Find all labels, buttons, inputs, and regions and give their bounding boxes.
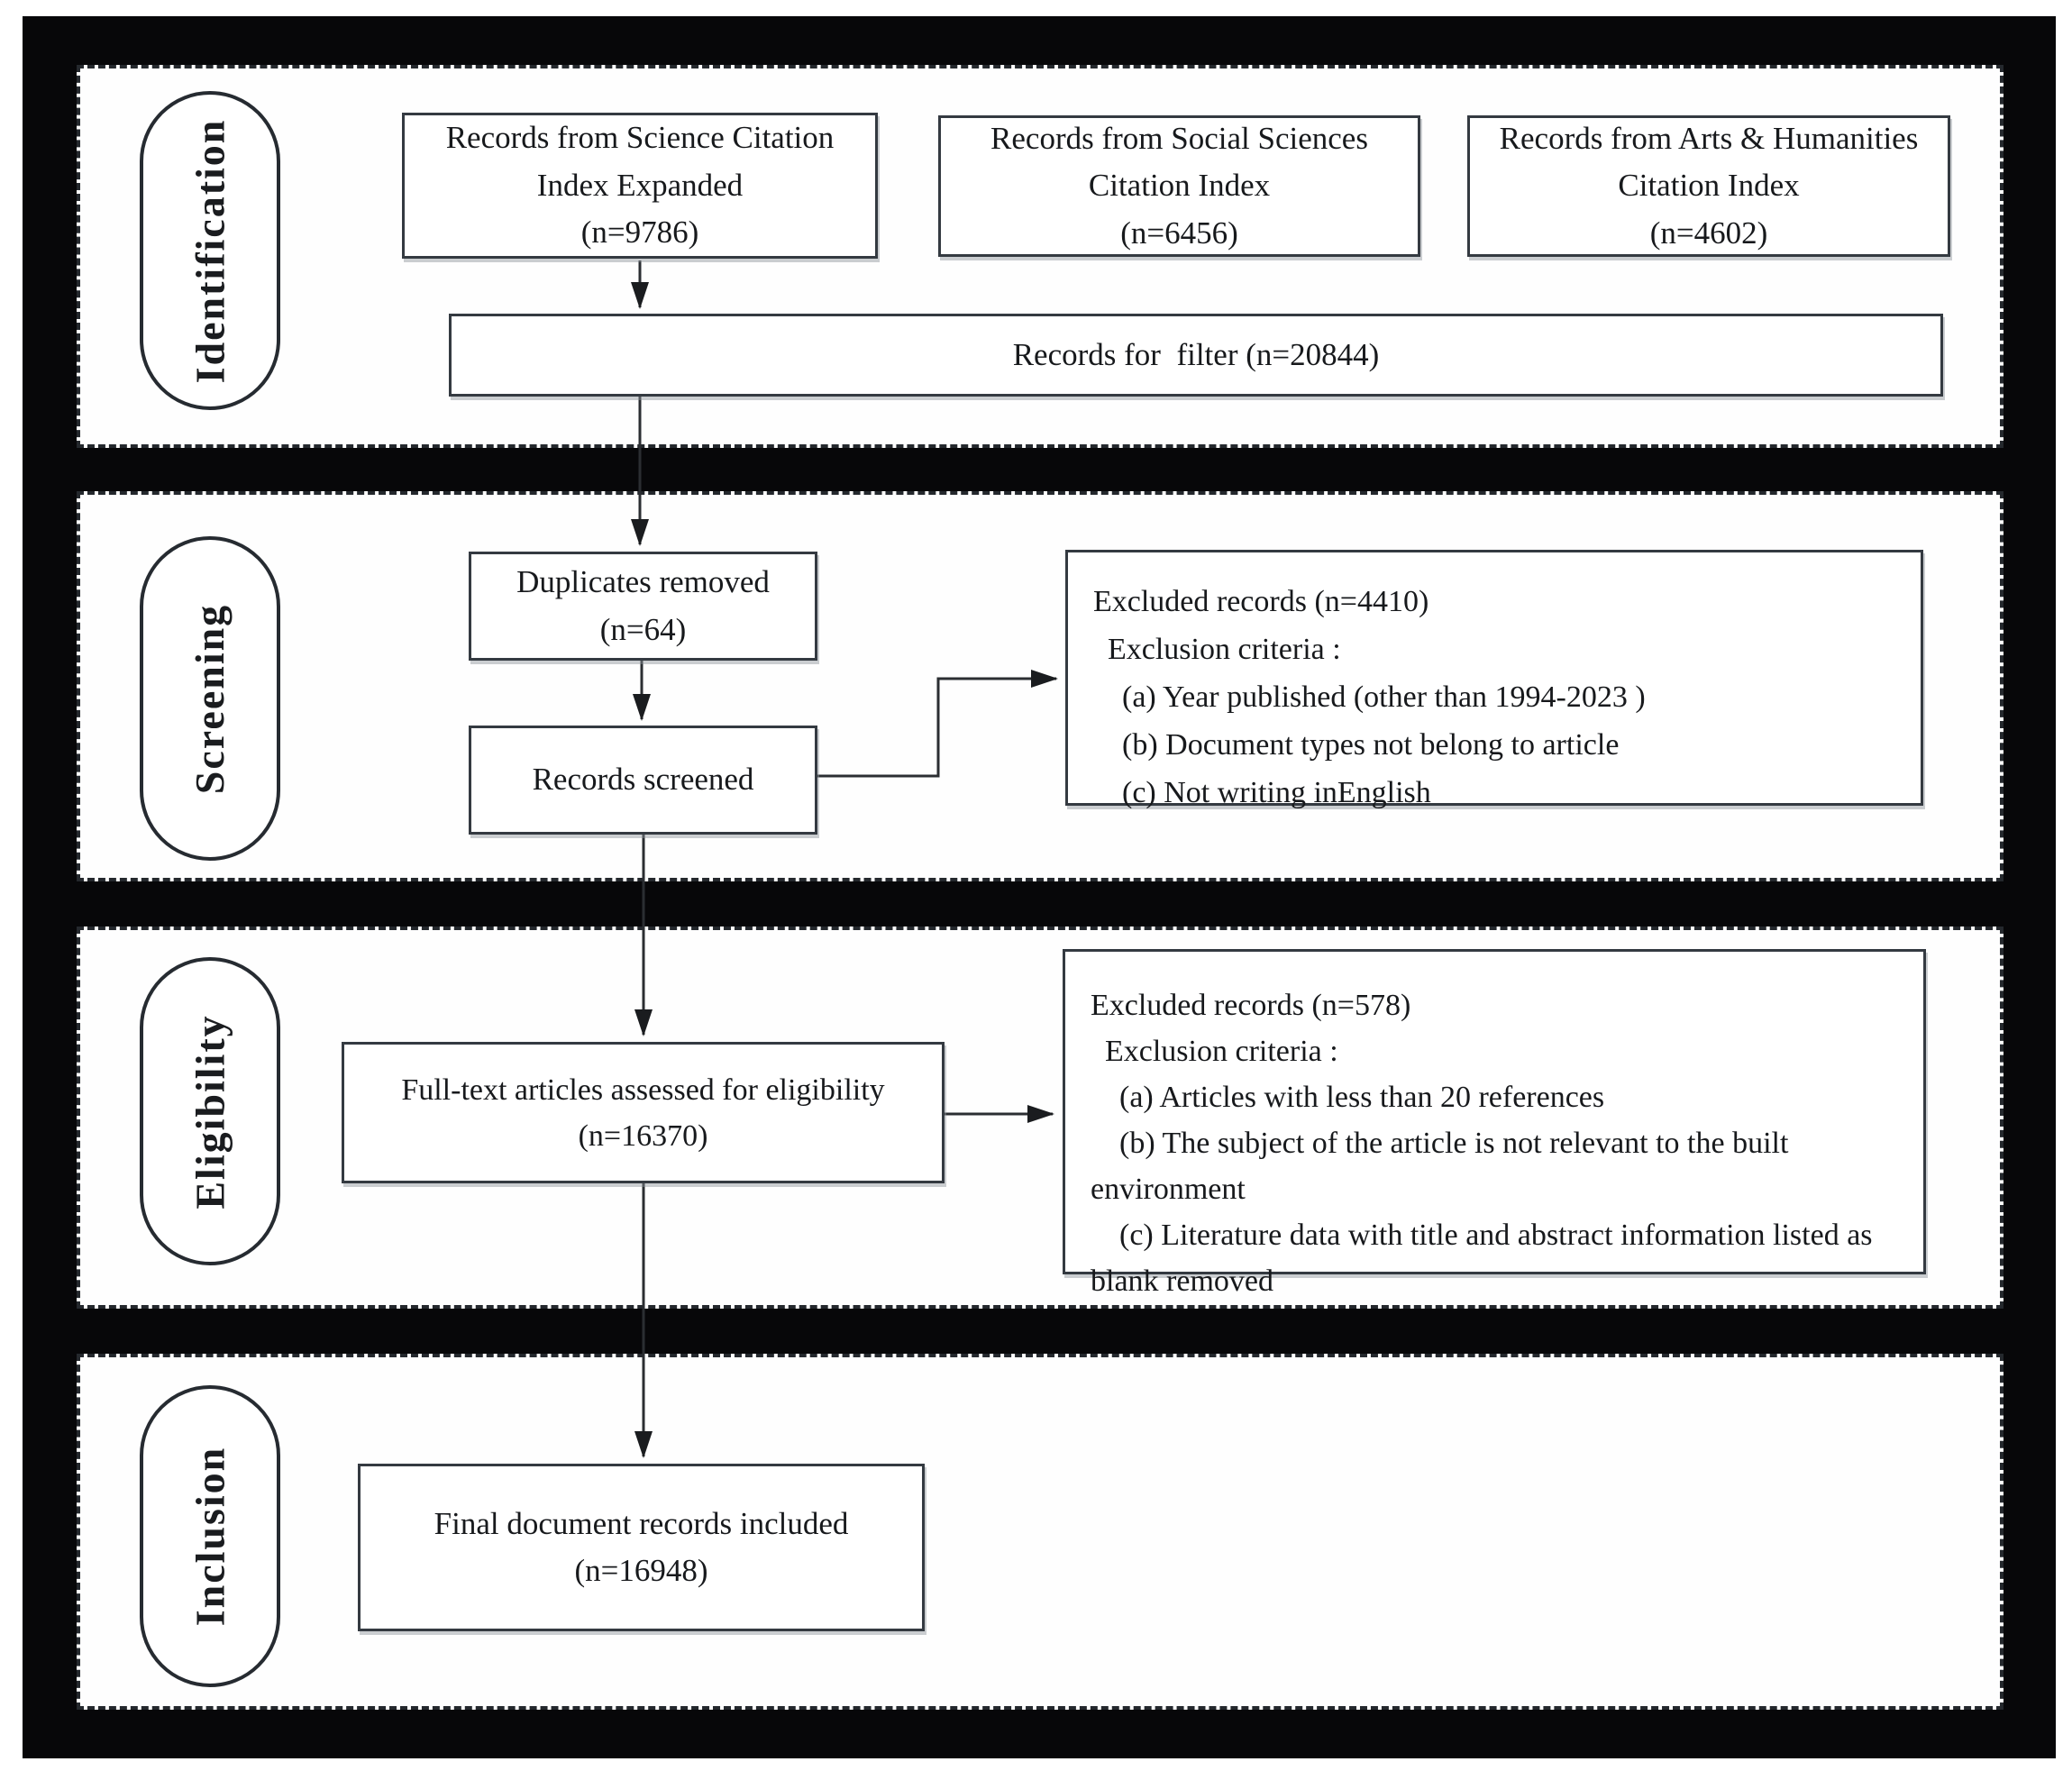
box-count: (n=64) xyxy=(599,611,687,647)
box-excluded-records-eligibility: Excluded records (n=578) Exclusion crite… xyxy=(1063,949,1926,1298)
box-records-social-sciences: Records from Social Sciences Citation In… xyxy=(938,115,1420,257)
exclusion-criteria-label: Exclusion criteria : xyxy=(1108,633,1341,667)
exclusion-item-b: (b) Document types not belong to article xyxy=(1122,728,1620,762)
box-title: Records for filter (n=20844) xyxy=(1012,336,1380,372)
stage-label-eligibility: Eligibility xyxy=(187,1013,233,1209)
box-title: Records from Arts & Humanities Citation … xyxy=(1499,120,1919,204)
box-records-for-filter: Records for filter (n=20844) xyxy=(449,314,1943,397)
exclusion-item-b: (b) The subject of the article is not re… xyxy=(1091,1127,1789,1206)
box-duplicates-removed: Duplicates removed (n=64) xyxy=(469,552,817,661)
stage-label-identification: Identification xyxy=(187,118,233,383)
stage-screening: Screening xyxy=(140,536,280,861)
excluded-header: Excluded records (n=4410) xyxy=(1093,585,1429,618)
box-title: Full-text articles assessed for eligibil… xyxy=(401,1073,885,1107)
box-records-sci-expanded: Records from Science Citation Index Expa… xyxy=(402,113,878,259)
stage-inclusion: Inclusion xyxy=(140,1385,280,1687)
exclusion-item-a: (a) Articles with less than 20 reference… xyxy=(1119,1081,1605,1114)
box-title: Records screened xyxy=(532,762,754,798)
stage-label-screening: Screening xyxy=(187,603,233,794)
box-excluded-records-screening: Excluded records (n=4410) Exclusion crit… xyxy=(1065,550,1923,809)
arrow-screened-to-excluded xyxy=(817,670,1058,778)
exclusion-item-a: (a) Year published (other than 1994-2023… xyxy=(1122,680,1646,715)
box-fulltext-assessed: Full-text articles assessed for eligibil… xyxy=(342,1042,945,1183)
stage-eligibility: Eligibility xyxy=(140,957,280,1265)
box-count: (n=16370) xyxy=(578,1118,708,1153)
exclusion-item-c: (c) Not writing inEnglish xyxy=(1122,776,1431,810)
stage-label-inclusion: Inclusion xyxy=(187,1446,233,1627)
box-records-screened: Records screened xyxy=(469,726,817,835)
box-title: Records from Social Sciences Citation In… xyxy=(990,120,1368,204)
box-title: Records from Science Citation Index Expa… xyxy=(445,120,835,203)
box-records-arts-humanities: Records from Arts & Humanities Citation … xyxy=(1467,115,1950,257)
box-count: (n=4602) xyxy=(1649,215,1768,251)
exclusion-item-c: (c) Literature data with title and abstr… xyxy=(1091,1219,1873,1298)
exclusion-criteria-label: Exclusion criteria : xyxy=(1105,1035,1338,1068)
box-final-records-included: Final document records included (n=16948… xyxy=(358,1464,925,1631)
box-count: (n=9786) xyxy=(580,215,699,251)
box-count: (n=16948) xyxy=(574,1553,708,1588)
box-count: (n=6456) xyxy=(1120,215,1238,251)
stage-identification: Identification xyxy=(140,91,280,410)
excluded-header: Excluded records (n=578) xyxy=(1091,989,1411,1022)
box-title: Duplicates removed xyxy=(516,564,770,599)
box-title: Final document records included xyxy=(434,1505,849,1541)
